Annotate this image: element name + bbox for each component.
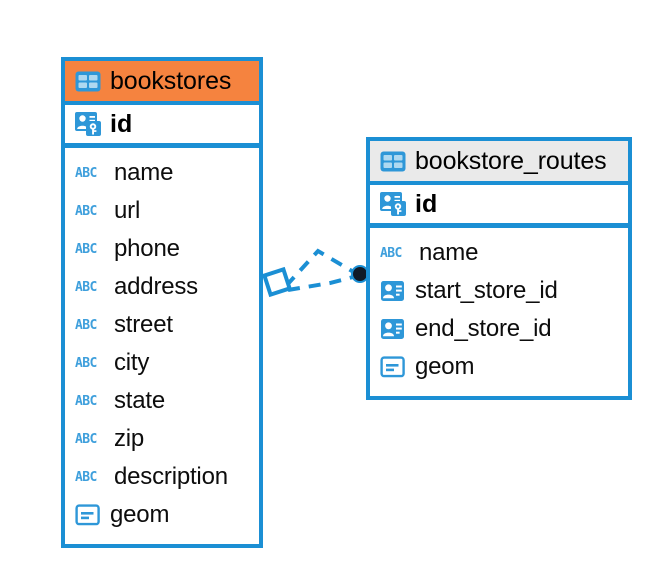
field-label: street — [114, 311, 173, 338]
abc-text-icon: ABC — [75, 279, 97, 295]
primary-key-row[interactable]: id — [370, 185, 628, 228]
field-label: name — [114, 159, 174, 186]
field-label: geom — [110, 501, 170, 528]
table-icon — [75, 71, 101, 92]
field-row[interactable]: ABC url — [65, 192, 259, 230]
field-list-bookstore-routes: ABC name start_store_id — [370, 228, 628, 394]
entity-bookstore-routes[interactable]: bookstore_routes id — [366, 137, 632, 400]
field-row[interactable]: ABC address — [65, 268, 259, 306]
field-row[interactable]: ABC zip — [65, 420, 259, 458]
field-row[interactable]: ABC description — [65, 458, 259, 496]
field-label: zip — [114, 425, 145, 452]
field-row[interactable]: ABC city — [65, 344, 259, 382]
entity-title: bookstore_routes — [415, 146, 607, 175]
relationship-line-upper — [284, 248, 359, 288]
field-row[interactable]: end_store_id — [370, 310, 628, 348]
field-row[interactable]: ABC phone — [65, 230, 259, 268]
field-list-bookstores: ABC name ABC url ABC phone ABC address A… — [65, 148, 259, 542]
field-label: name — [419, 239, 479, 266]
field-label: end_store_id — [415, 315, 552, 342]
field-row[interactable]: ABC name — [370, 234, 628, 272]
diamond-marker — [261, 266, 293, 298]
abc-text-icon: ABC — [75, 469, 97, 485]
field-label: geom — [415, 353, 475, 380]
field-label: phone — [114, 235, 180, 262]
abc-text-icon: ABC — [75, 355, 97, 371]
primary-key-label: id — [110, 109, 133, 138]
abc-text-icon: ABC — [75, 393, 97, 409]
entity-bookstores[interactable]: bookstores id — [61, 57, 263, 548]
abc-text-icon: ABC — [75, 241, 97, 257]
abc-text-icon: ABC — [75, 165, 97, 181]
table-icon — [380, 151, 406, 172]
abc-text-icon: ABC — [75, 203, 97, 219]
field-label: city — [114, 349, 150, 376]
field-row[interactable]: ABC name — [65, 154, 259, 192]
relationship-line-lower — [287, 274, 358, 292]
abc-text-icon: ABC — [75, 317, 97, 333]
abc-text-icon: ABC — [380, 245, 402, 261]
primary-key-icon — [380, 192, 406, 216]
field-row[interactable]: ABC state — [65, 382, 259, 420]
field-label: address — [114, 273, 198, 300]
foreign-key-icon — [380, 318, 406, 340]
primary-key-label: id — [415, 189, 438, 218]
field-row[interactable]: ABC street — [65, 306, 259, 344]
foreign-key-icon — [380, 280, 406, 302]
field-row[interactable]: geom — [65, 496, 259, 534]
entity-header-bookstore-routes[interactable]: bookstore_routes — [370, 141, 628, 185]
field-label: start_store_id — [415, 277, 558, 304]
primary-key-row[interactable]: id — [65, 105, 259, 148]
entity-header-bookstores[interactable]: bookstores — [65, 61, 259, 105]
field-label: url — [114, 197, 141, 224]
field-row[interactable]: geom — [370, 348, 628, 386]
geometry-icon — [380, 356, 406, 378]
field-row[interactable]: start_store_id — [370, 272, 628, 310]
abc-text-icon: ABC — [75, 431, 97, 447]
primary-key-icon — [75, 112, 101, 136]
entity-title: bookstores — [110, 66, 232, 95]
geometry-icon — [75, 504, 101, 526]
field-label: state — [114, 387, 166, 414]
field-label: description — [114, 463, 228, 490]
